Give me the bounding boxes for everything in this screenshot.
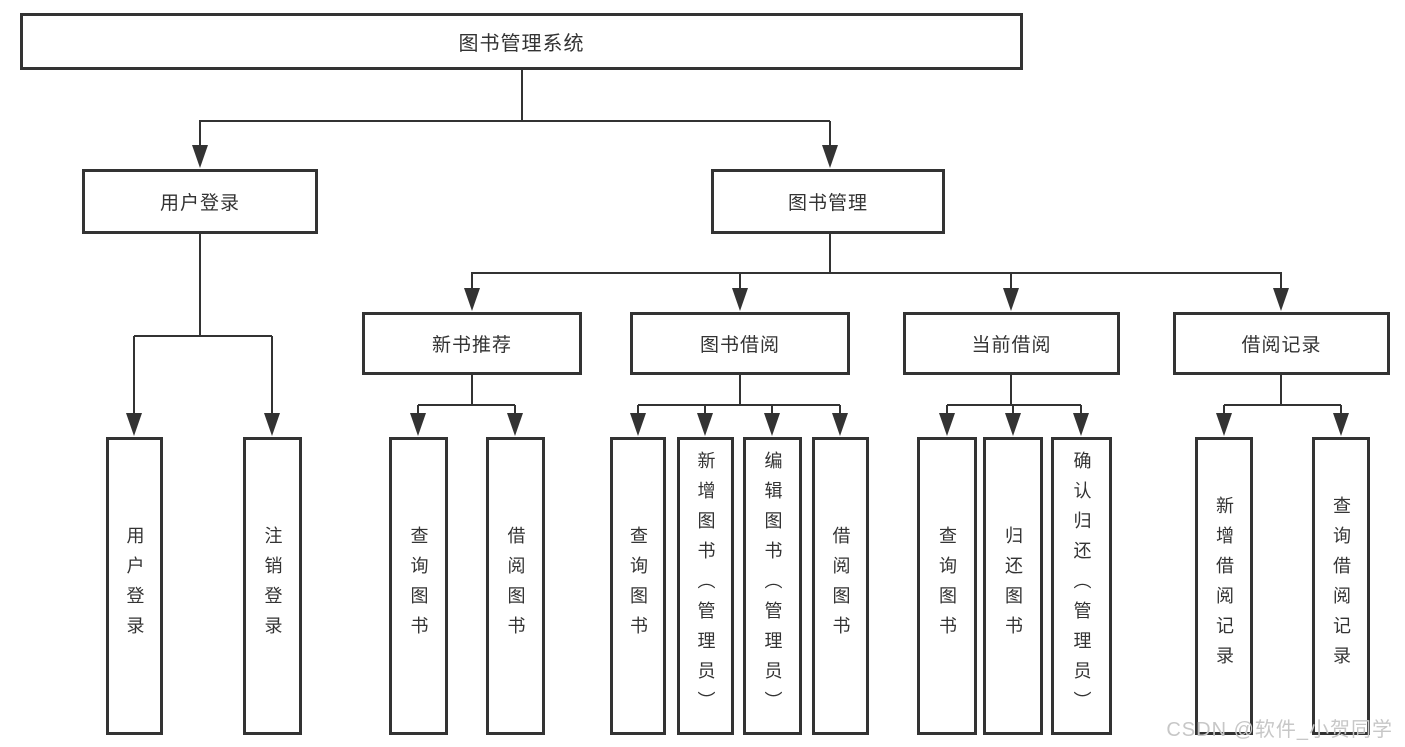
leaf-query-book-recommend: 查询图书 (389, 437, 448, 735)
leaf-add-book-admin: 新增图书（管理员） (677, 437, 734, 735)
leaf-query-book: 查询图书 (610, 437, 666, 735)
arrowheads (126, 145, 1349, 436)
node-borrow-records-label: 借阅记录 (1241, 335, 1322, 356)
leaf-query-book-label: 查询图书 (628, 526, 648, 646)
leaf-logout-label: 注销登录 (262, 526, 283, 646)
node-new-book-recommend-label: 新书推荐 (431, 335, 512, 356)
leaf-add-borrow-record: 新增借阅记录 (1195, 437, 1253, 735)
node-book-borrow-label: 图书借阅 (699, 335, 780, 356)
leaf-edit-book-admin: 编辑图书（管理员） (743, 437, 802, 735)
leaf-confirm-return-admin: 确认归还（管理员） (1051, 437, 1112, 735)
node-book-borrow: 图书借阅 (630, 312, 850, 375)
leaf-query-book-current-label: 查询图书 (937, 526, 957, 646)
leaf-return-book: 归还图书 (983, 437, 1043, 735)
leaf-add-borrow-record-label: 新增借阅记录 (1214, 496, 1234, 676)
leaf-return-book-label: 归还图书 (1003, 526, 1023, 646)
leaf-borrow-book-recommend: 借阅图书 (486, 437, 545, 735)
node-current-borrow-label: 当前借阅 (971, 335, 1052, 356)
node-user-login: 用户登录 (82, 169, 318, 234)
node-root: 图书管理系统 (20, 13, 1023, 70)
leaf-edit-book-admin-label: 编辑图书（管理员） (762, 451, 783, 721)
leaf-query-book-recommend-label: 查询图书 (408, 526, 429, 646)
node-current-borrow: 当前借阅 (903, 312, 1120, 375)
leaf-confirm-return-admin-label: 确认归还（管理员） (1071, 451, 1092, 721)
leaf-borrow-book: 借阅图书 (812, 437, 869, 735)
leaf-logout: 注销登录 (243, 437, 302, 735)
node-borrow-records: 借阅记录 (1173, 312, 1390, 375)
node-new-book-recommend: 新书推荐 (362, 312, 582, 375)
node-book-management-label: 图书管理 (787, 193, 868, 214)
leaf-query-borrow-record-label: 查询借阅记录 (1331, 496, 1351, 676)
csdn-watermark: CSDN @软件_小贺同学 (1166, 719, 1393, 741)
node-book-management: 图书管理 (711, 169, 945, 234)
node-user-login-label: 用户登录 (159, 193, 240, 214)
leaf-query-book-current: 查询图书 (917, 437, 977, 735)
leaf-user-login: 用户登录 (106, 437, 163, 735)
leaf-add-book-admin-label: 新增图书（管理员） (695, 451, 716, 721)
leaf-borrow-book-label: 借阅图书 (830, 526, 851, 646)
node-root-label: 图书管理系统 (458, 33, 585, 55)
leaf-user-login-label: 用户登录 (124, 526, 145, 646)
leaf-borrow-book-recommend-label: 借阅图书 (505, 526, 526, 646)
leaf-query-borrow-record: 查询借阅记录 (1312, 437, 1370, 735)
